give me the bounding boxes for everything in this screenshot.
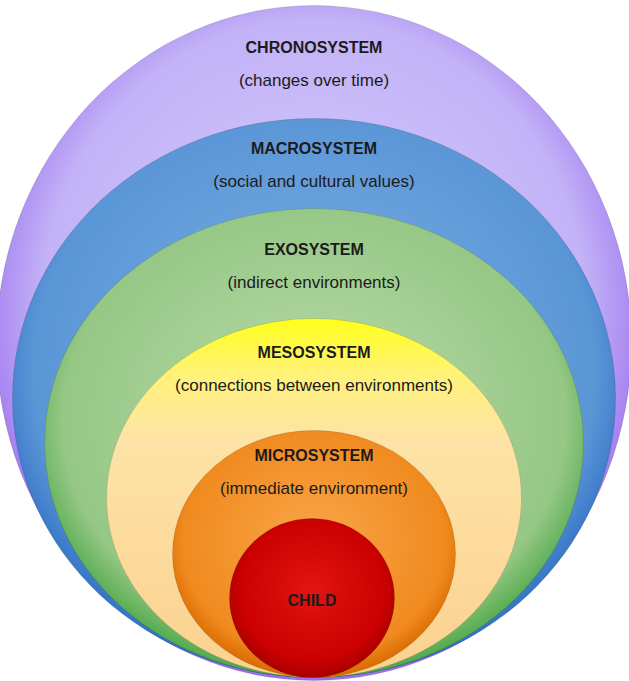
ring-text-group: EXOSYSTEM(indirect environments) bbox=[0, 233, 629, 299]
ring-description: (indirect environments) bbox=[0, 266, 629, 299]
system-ring: CHRONOSYSTEM(changes over time) MACROSYST… bbox=[0, 5, 629, 681]
system-ring: EXOSYSTEM(indirect environments)MESOSYST… bbox=[44, 208, 584, 678]
ring-heading: MACROSYSTEM bbox=[0, 132, 629, 165]
ring-description: (immediate environment) bbox=[112, 472, 516, 505]
ring-heading: CHILD bbox=[169, 584, 455, 617]
ring-text-group: MICROSYSTEM(immediate environment) bbox=[112, 439, 516, 505]
ring-ellipse bbox=[0, 6, 629, 681]
ring-text-group: MESOSYSTEM(connections between environme… bbox=[46, 336, 582, 402]
ring-heading: CHRONOSYSTEM bbox=[0, 31, 629, 64]
ring-ellipse bbox=[173, 431, 456, 678]
ring-description: (social and cultural values) bbox=[0, 165, 629, 198]
system-ring: CHILD bbox=[229, 518, 395, 678]
ring-ellipse bbox=[107, 319, 522, 678]
ring-heading: MICROSYSTEM bbox=[112, 439, 516, 472]
ring-heading: MESOSYSTEM bbox=[46, 336, 582, 369]
system-ring: MICROSYSTEM(immediate environment)CHILD bbox=[172, 430, 456, 678]
ring-text-group: CHRONOSYSTEM(changes over time) bbox=[0, 31, 629, 97]
ring-heading: EXOSYSTEM bbox=[0, 233, 629, 266]
ring-text-group: CHILD bbox=[169, 584, 455, 617]
system-ring: MESOSYSTEM(connections between environme… bbox=[106, 318, 522, 678]
ring-description: (connections between environments) bbox=[46, 369, 582, 402]
ring-description: (changes over time) bbox=[0, 64, 629, 97]
ring-text-group: MACROSYSTEM(social and cultural values) bbox=[0, 132, 629, 198]
ring-ellipse bbox=[13, 119, 616, 678]
system-ring: MACROSYSTEM(social and cultural values)E… bbox=[12, 118, 616, 678]
